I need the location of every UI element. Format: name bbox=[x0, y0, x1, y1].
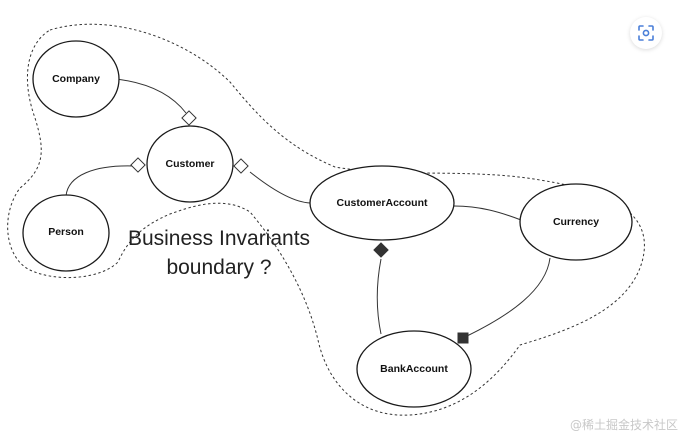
edge-customeraccount-currency bbox=[453, 205, 522, 221]
scan-image-button[interactable] bbox=[630, 17, 662, 49]
business-boundary bbox=[7, 23, 645, 416]
edge-person-customer bbox=[65, 165, 134, 197]
edge-company-customer bbox=[115, 78, 187, 114]
watermark-text: @稀土掘金技术社区 bbox=[569, 418, 678, 432]
node-person[interactable]: Person bbox=[22, 194, 110, 272]
caption-line-2: boundary ? bbox=[166, 256, 271, 279]
edge-currency-bankaccount bbox=[466, 257, 551, 337]
node-company[interactable]: Company bbox=[32, 40, 120, 118]
scan-icon bbox=[638, 25, 654, 41]
edge-customeraccount-customer bbox=[249, 171, 311, 204]
node-bank-account[interactable]: BankAccount bbox=[356, 330, 472, 408]
node-customer[interactable]: Customer bbox=[146, 125, 234, 203]
open-diamond-person-customer bbox=[130, 157, 146, 173]
node-person-label: Person bbox=[48, 226, 84, 238]
node-company-label: Company bbox=[52, 73, 100, 85]
node-customer-account-label: CustomerAccount bbox=[336, 197, 428, 209]
caption-line-1: Business Invariants bbox=[128, 227, 310, 250]
node-currency-label: Currency bbox=[553, 216, 599, 228]
open-diamond-customeraccount-customer bbox=[233, 158, 249, 174]
edge-bankaccount-customeraccount bbox=[376, 258, 382, 335]
node-bank-account-label: BankAccount bbox=[380, 363, 448, 375]
open-diamond-company-customer bbox=[181, 110, 197, 126]
filled-square-currency-bankaccount bbox=[457, 332, 469, 344]
filled-diamond-bankaccount-customeraccount bbox=[373, 242, 389, 258]
node-customer-account[interactable]: CustomerAccount bbox=[309, 165, 455, 241]
node-customer-label: Customer bbox=[165, 158, 214, 170]
node-currency[interactable]: Currency bbox=[519, 183, 633, 261]
